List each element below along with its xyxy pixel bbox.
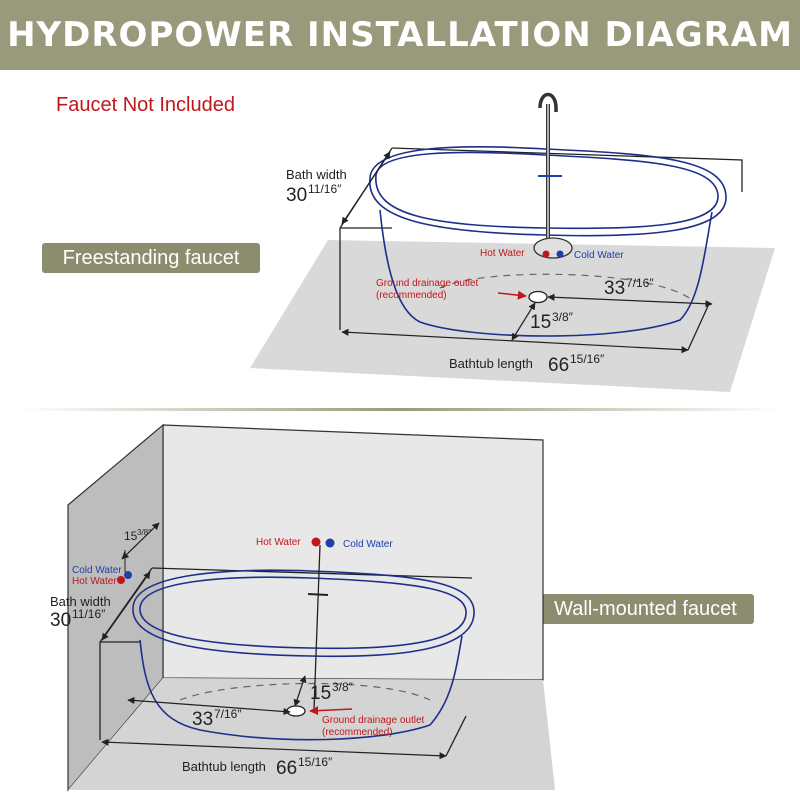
drain-label-1-bottom: Ground drainage outlet: [322, 715, 425, 726]
bath-width-label: Bath width: [286, 167, 347, 182]
side-distance-whole-bottom: 15: [310, 683, 331, 704]
bathtub-length-whole: 66: [548, 355, 569, 376]
bath-width-whole: 30: [286, 185, 307, 206]
hot-water-label: Hot Water: [480, 248, 525, 259]
cold-water-dot: [556, 250, 564, 258]
side-distance-frac: 3/8″: [552, 310, 574, 324]
outlet-distance-frac-bottom: 7/16″: [214, 707, 242, 721]
drain-label-2-bottom: (recommended): [322, 727, 393, 738]
wall-height-dim: [121, 522, 160, 560]
header-banner: HYDROPOWER INSTALLATION DIAGRAM: [0, 0, 800, 70]
outlet-distance-dim: [547, 293, 713, 308]
outlet-distance-dim-bottom: [127, 696, 291, 716]
freestanding-diagram: Bath width 30 11/16″ Hot Water Cold Wate…: [250, 92, 775, 392]
wall-height-frac: 3/8″: [137, 528, 151, 537]
bath-width-frac: 11/16″: [308, 182, 342, 196]
freestanding-faucet-label: Freestanding faucet: [42, 243, 260, 273]
bathtub-length-label-bottom: Bathtub length: [182, 759, 266, 774]
outlet-distance-whole-bottom: 33: [192, 709, 213, 730]
hot-water-label-bottom: Hot Water: [256, 537, 301, 548]
wall-mounted-diagram: 15 3/8″ Cold Water Hot Water Hot Water C…: [50, 423, 555, 792]
bath-width-dim-bottom: [101, 571, 151, 641]
bathtub-length-dim-bottom: [101, 738, 447, 760]
wall-faucet-icon: [307, 537, 335, 711]
cold-water-label: Cold Water: [574, 250, 624, 261]
page-title: HYDROPOWER INSTALLATION DIAGRAM: [7, 15, 793, 55]
bathtub-length-dim: [341, 328, 689, 354]
cold-water-dot-bottom: [325, 538, 335, 548]
drain-outlet-icon: [528, 290, 548, 304]
back-wall: [162, 424, 544, 681]
drain-outlet-icon-bottom: [286, 705, 306, 717]
side-distance-frac-bottom: 3/8″: [332, 680, 354, 694]
faucet-not-included-note: Faucet Not Included: [56, 94, 235, 116]
side-distance-dim-bottom: [293, 675, 307, 707]
outlet-distance-frac: 7/16″: [626, 276, 654, 290]
hot-water-dot: [542, 250, 550, 258]
freestanding-faucet-icon: [533, 92, 573, 259]
bath-width-dim: [341, 151, 391, 225]
cold-water-side-label: Cold Water: [72, 565, 122, 576]
cold-water-label-bottom: Cold Water: [343, 539, 393, 550]
bath-width-whole-bottom: 30: [50, 610, 71, 631]
wall-height-whole: 15: [124, 529, 138, 543]
section-divider: [20, 408, 780, 411]
side-distance-whole: 15: [530, 312, 551, 333]
bathtub-length-frac: 15/16″: [570, 352, 605, 366]
bath-width-frac-bottom: 11/16″: [72, 607, 106, 621]
wall-mounted-faucet-label: Wall-mounted faucet: [537, 594, 754, 624]
drain-label-2: (recommended): [376, 290, 447, 301]
bathtub-length-whole-bottom: 66: [276, 758, 297, 779]
drain-label-1: Ground drainage outlet: [376, 278, 479, 289]
outlet-distance-whole: 33: [604, 278, 625, 299]
bathtub-length-label: Bathtub length: [449, 356, 533, 371]
hot-water-dot-bottom: [311, 537, 321, 547]
bath-width-label-bottom: Bath width: [50, 594, 111, 609]
bathtub-length-frac-bottom: 15/16″: [298, 755, 333, 769]
hot-water-side-label: Hot Water: [72, 576, 117, 587]
